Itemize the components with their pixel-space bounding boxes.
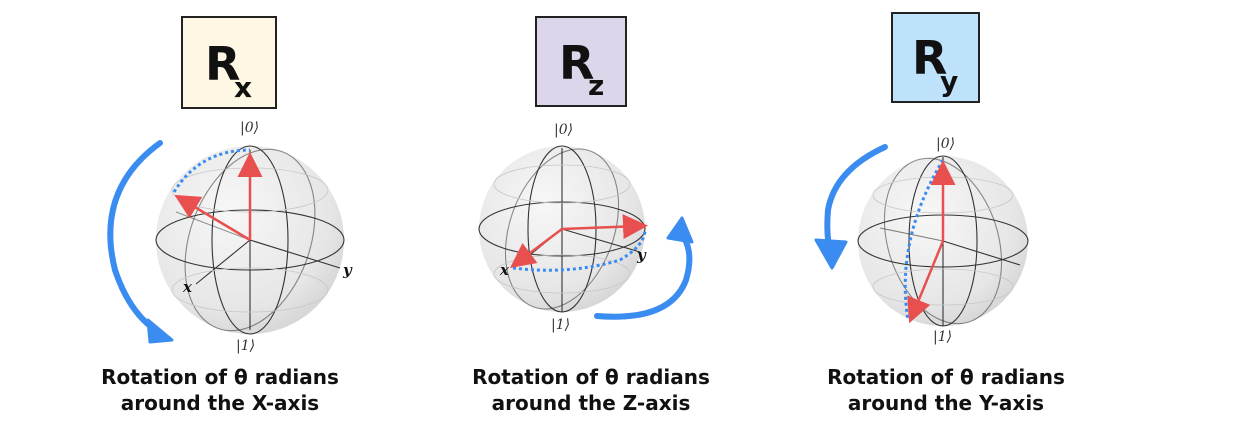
gate-letter-ry: R (912, 31, 948, 85)
axis-label-y: y (343, 261, 352, 279)
rotation-direction-arrow (824, 144, 888, 253)
meridian-front (211, 145, 289, 335)
rotation-direction-arrow (594, 229, 693, 320)
y-axis (942, 240, 1021, 266)
ket-one-ry: |1⟩ (933, 329, 953, 345)
rotation-arrowhead (814, 238, 848, 270)
ket-zero-rx: |0⟩ (240, 120, 260, 136)
state-vector-rotated (174, 194, 251, 242)
caption-ry: Rotation of θ radians around the Y-axis (786, 364, 1106, 416)
x-axis (879, 227, 944, 242)
gate-box-ry (891, 12, 980, 103)
caption-line-1: Rotation of θ radians (101, 365, 339, 389)
rotation-direction-arrow (107, 140, 163, 336)
rotation-path (512, 229, 647, 272)
meridian-side (184, 148, 316, 332)
gate-subscript-rx: x (234, 71, 253, 104)
ket-zero-ry: |0⟩ (936, 136, 956, 152)
ket-zero-rz: |0⟩ (554, 122, 574, 138)
state-vector-initial (510, 228, 563, 268)
bloch-sphere-rz (478, 145, 694, 320)
caption-line-2: around the Y-axis (847, 391, 1045, 415)
caption-line-2: around the Z-axis (491, 391, 691, 415)
caption-rx: Rotation of θ radians around the X-axis (60, 364, 380, 416)
bloch-sphere-ry (814, 144, 1029, 327)
axis-label-x: x (500, 261, 509, 279)
ket-one-rx: |1⟩ (236, 338, 256, 354)
meridian-side (883, 157, 1003, 325)
caption-line-1: Rotation of θ radians (472, 365, 710, 389)
axis-label-y: y (637, 246, 646, 264)
caption-line-2: around the X-axis (120, 391, 320, 415)
meridian-side (504, 148, 620, 310)
y-axis (561, 228, 641, 253)
bloch-sphere-rx (107, 140, 345, 344)
gate-subscript-ry: y (940, 65, 959, 98)
rotation-path (903, 159, 945, 321)
caption-line-1: Rotation of θ radians (827, 365, 1065, 389)
axis-label-x: x (183, 278, 192, 296)
rotation-arrowhead (146, 318, 174, 344)
state-vector-rotated (907, 240, 945, 324)
state-vector-rotated (561, 214, 648, 240)
gate-subscript-rz: z (588, 69, 605, 102)
caption-rz: Rotation of θ radians around the Z-axis (431, 364, 751, 416)
gate-letter-rx: R (205, 37, 241, 91)
rotation-arrowhead (666, 216, 694, 244)
gate-box-rx (181, 16, 277, 109)
y-axis (249, 239, 341, 269)
ket-one-rz: |1⟩ (551, 317, 571, 333)
gate-letter-rz: R (559, 36, 595, 90)
gate-box-rz (535, 16, 627, 107)
x-axis (195, 239, 251, 285)
